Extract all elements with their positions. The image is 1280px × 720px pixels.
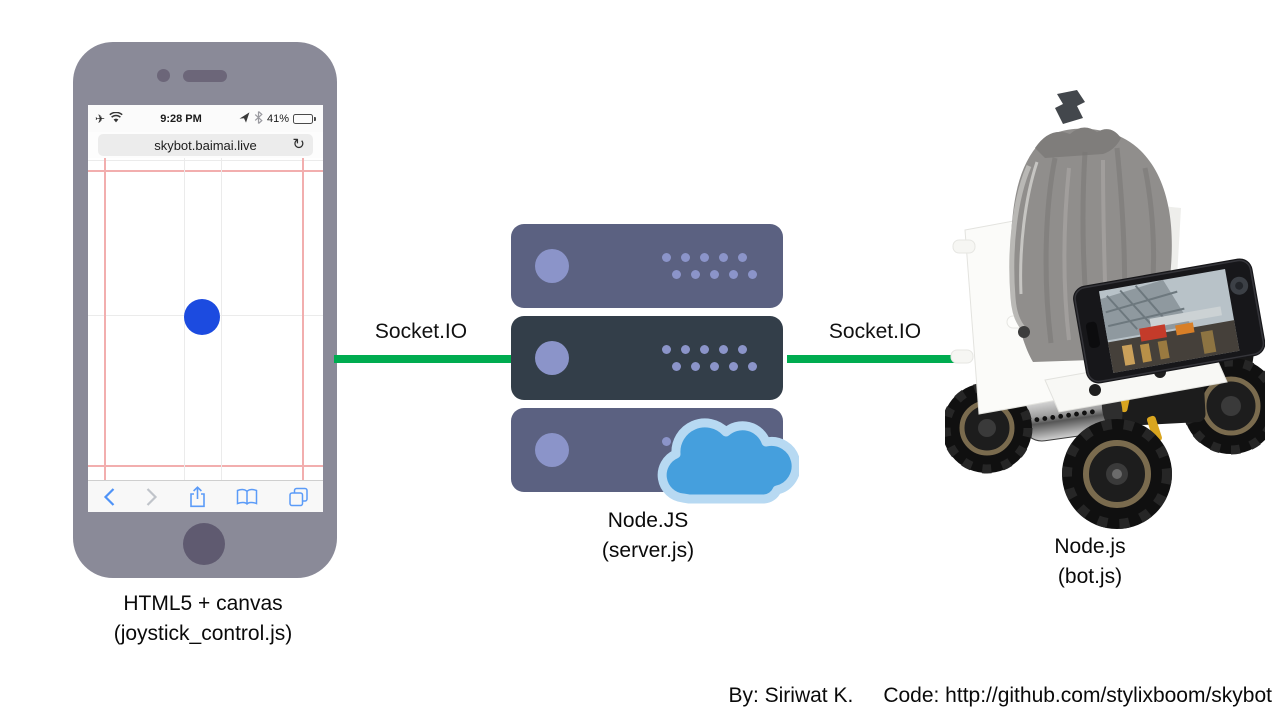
battery-percent: 41%: [266, 112, 289, 125]
phone-screen: ✈ 9:28 PM: [88, 105, 323, 512]
server-led: [535, 433, 569, 467]
phone-caption-line2: (joystick_control.js): [113, 622, 293, 645]
wheel: [1062, 419, 1172, 529]
battery-icon: [293, 113, 316, 124]
server-caption-line1: Node.JS: [607, 509, 689, 532]
server-vent-dots: [662, 253, 757, 279]
back-button[interactable]: [102, 487, 116, 507]
socket-io-label-left: Socket.IO: [374, 320, 468, 343]
code-url: Code: http://github.com/stylixboom/skybo…: [883, 684, 1272, 707]
robot-caption-line1: Node.js: [1054, 535, 1126, 558]
share-icon[interactable]: [188, 485, 207, 508]
server-caption: Node.JS (server.js): [548, 506, 748, 566]
smartphone-frame: ✈ 9:28 PM: [73, 42, 337, 578]
grid-line: [88, 160, 323, 161]
robot-car-photo: [941, 88, 1280, 538]
joystick-knob[interactable]: [184, 299, 220, 335]
url-text: skybot.baimai.live: [154, 137, 257, 153]
safari-toolbar: [88, 480, 323, 512]
robot-caption: Node.js (bot.js): [995, 532, 1185, 592]
server-unit: [511, 224, 783, 308]
wifi-icon: [109, 111, 123, 126]
grid-line: [88, 170, 323, 172]
wheel: [941, 382, 1033, 474]
home-button[interactable]: [183, 523, 225, 565]
forward-button[interactable]: [145, 487, 159, 507]
browser-chrome: skybot.baimai.live ↻: [88, 132, 323, 158]
location-arrow-icon: [239, 111, 250, 126]
server-led: [535, 249, 569, 283]
phone-caption: HTML5 + canvas (joystick_control.js): [72, 589, 334, 649]
server-caption-line2: (server.js): [601, 539, 695, 562]
grid-line: [88, 465, 323, 467]
phone-caption-line1: HTML5 + canvas: [123, 592, 283, 615]
front-camera-dot: [157, 69, 170, 82]
server-stack: [511, 224, 801, 504]
grid-line: [104, 158, 106, 480]
connector-line-right: [787, 355, 963, 363]
cloud-icon: [649, 406, 801, 513]
grid-line: [302, 158, 304, 480]
robot-caption-line2: (bot.js): [1057, 565, 1123, 588]
address-bar[interactable]: skybot.baimai.live ↻: [98, 134, 313, 156]
airplane-mode-icon: ✈: [95, 111, 106, 126]
bluetooth-icon: [254, 110, 263, 127]
joystick-canvas[interactable]: [88, 158, 323, 480]
tabs-icon[interactable]: [288, 487, 309, 507]
status-time: 9:28 PM: [160, 112, 202, 125]
server-led: [535, 341, 569, 375]
mounted-phone: [1073, 258, 1266, 384]
author-credit: By: Siriwat K.: [728, 684, 854, 707]
bookmarks-icon[interactable]: [235, 488, 259, 506]
socket-io-label-right: Socket.IO: [828, 320, 922, 343]
grid-line: [221, 158, 222, 480]
credit-line: By: Siriwat K. Code: http://github.com/s…: [560, 684, 1272, 708]
earpiece-speaker: [183, 70, 227, 82]
connector-line-left: [334, 355, 511, 363]
server-unit: [511, 316, 783, 400]
server-vent-dots: [662, 345, 757, 371]
status-bar: ✈ 9:28 PM: [88, 105, 323, 132]
refresh-icon[interactable]: ↻: [292, 136, 305, 153]
